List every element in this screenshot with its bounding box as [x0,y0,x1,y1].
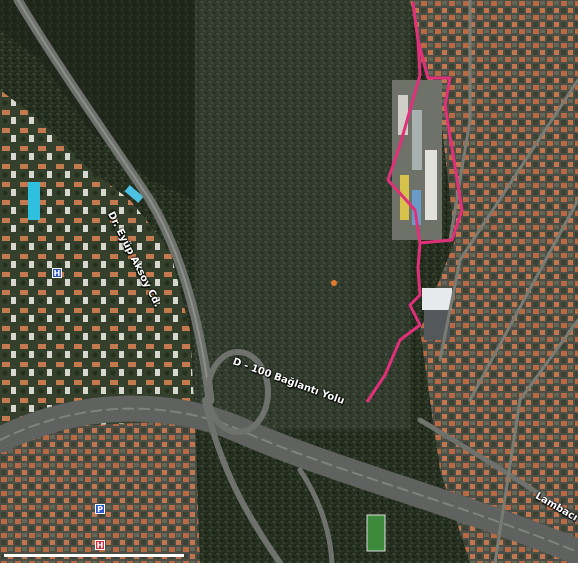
district-boundary-north[interactable] [386,1,464,245]
map-scale-bar [4,554,184,557]
overlay-panel [195,0,410,430]
sports-field [366,514,386,552]
pool-small [124,185,144,203]
district-boundary-south[interactable] [365,242,422,403]
pool [28,182,40,220]
urban-area-southwest [0,420,200,563]
location-marker[interactable] [331,280,337,286]
hospital-icon[interactable]: H [95,540,105,550]
parking-icon[interactable]: P [95,504,105,514]
industrial-site [392,80,442,240]
campus-area [0,90,195,430]
hospital-icon[interactable]: H [52,268,62,278]
warehouse-roof [422,288,452,310]
